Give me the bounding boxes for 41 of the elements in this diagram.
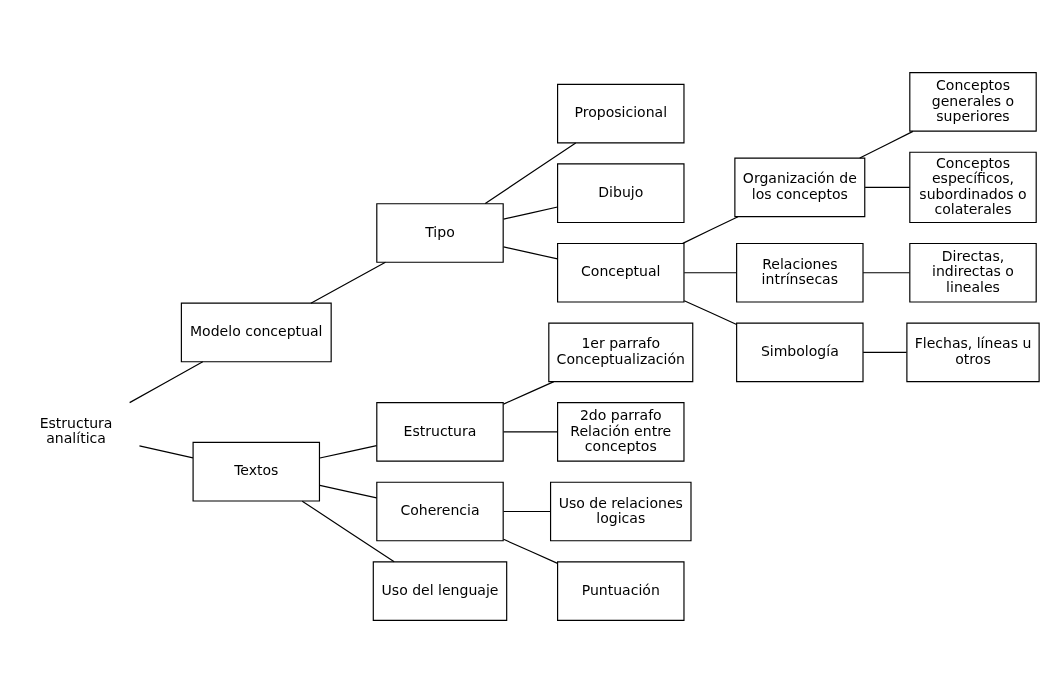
connector	[301, 500, 395, 563]
connector	[503, 538, 559, 564]
connector	[503, 246, 559, 260]
node-box: Textos	[192, 441, 321, 502]
node-box: 1er parrafo Conceptualización	[548, 322, 694, 383]
connector	[862, 351, 908, 353]
node-text: Estructura analítica	[39, 414, 113, 447]
connector	[859, 130, 914, 159]
node-box: Dibujo	[557, 163, 685, 224]
node-box: Uso de relaciones logicas	[550, 481, 692, 542]
connector	[682, 216, 739, 244]
connector	[503, 431, 559, 433]
node-box: Simbología	[736, 322, 864, 383]
node-box: Estructura	[376, 402, 504, 462]
connector	[310, 261, 387, 304]
connector	[503, 510, 552, 513]
connector	[683, 300, 738, 325]
connector	[864, 186, 911, 188]
node-box: Organización de los conceptos	[734, 157, 866, 218]
node-box: Uso del lenguaje	[372, 561, 508, 621]
connector	[503, 206, 559, 220]
connector	[319, 484, 378, 499]
node-box: 2do parrafo Relación entre conceptos	[557, 402, 685, 462]
node-box: Conceptos específicos, subordinados o colaterales	[909, 151, 1037, 224]
connector	[503, 381, 555, 405]
node-box: Tipo	[376, 203, 504, 263]
node-box: Directas, indirectas o lineales	[909, 242, 1037, 303]
node-box: Flechas, líneas u otros	[906, 322, 1040, 383]
connector	[683, 272, 738, 274]
connector	[138, 445, 194, 459]
node-box: Coherencia	[376, 481, 504, 542]
connector	[484, 142, 577, 205]
node-box: Puntuación	[557, 561, 685, 621]
connector	[129, 361, 204, 404]
connector	[862, 272, 910, 274]
connector	[319, 445, 378, 459]
node-box: Conceptual	[557, 242, 685, 303]
node-box: Relaciones intrínsecas	[736, 242, 864, 303]
node-box: Proposicional	[557, 83, 685, 144]
node-box: Modelo conceptual	[180, 302, 332, 363]
node-box: Conceptos generales o superiores	[909, 72, 1037, 132]
